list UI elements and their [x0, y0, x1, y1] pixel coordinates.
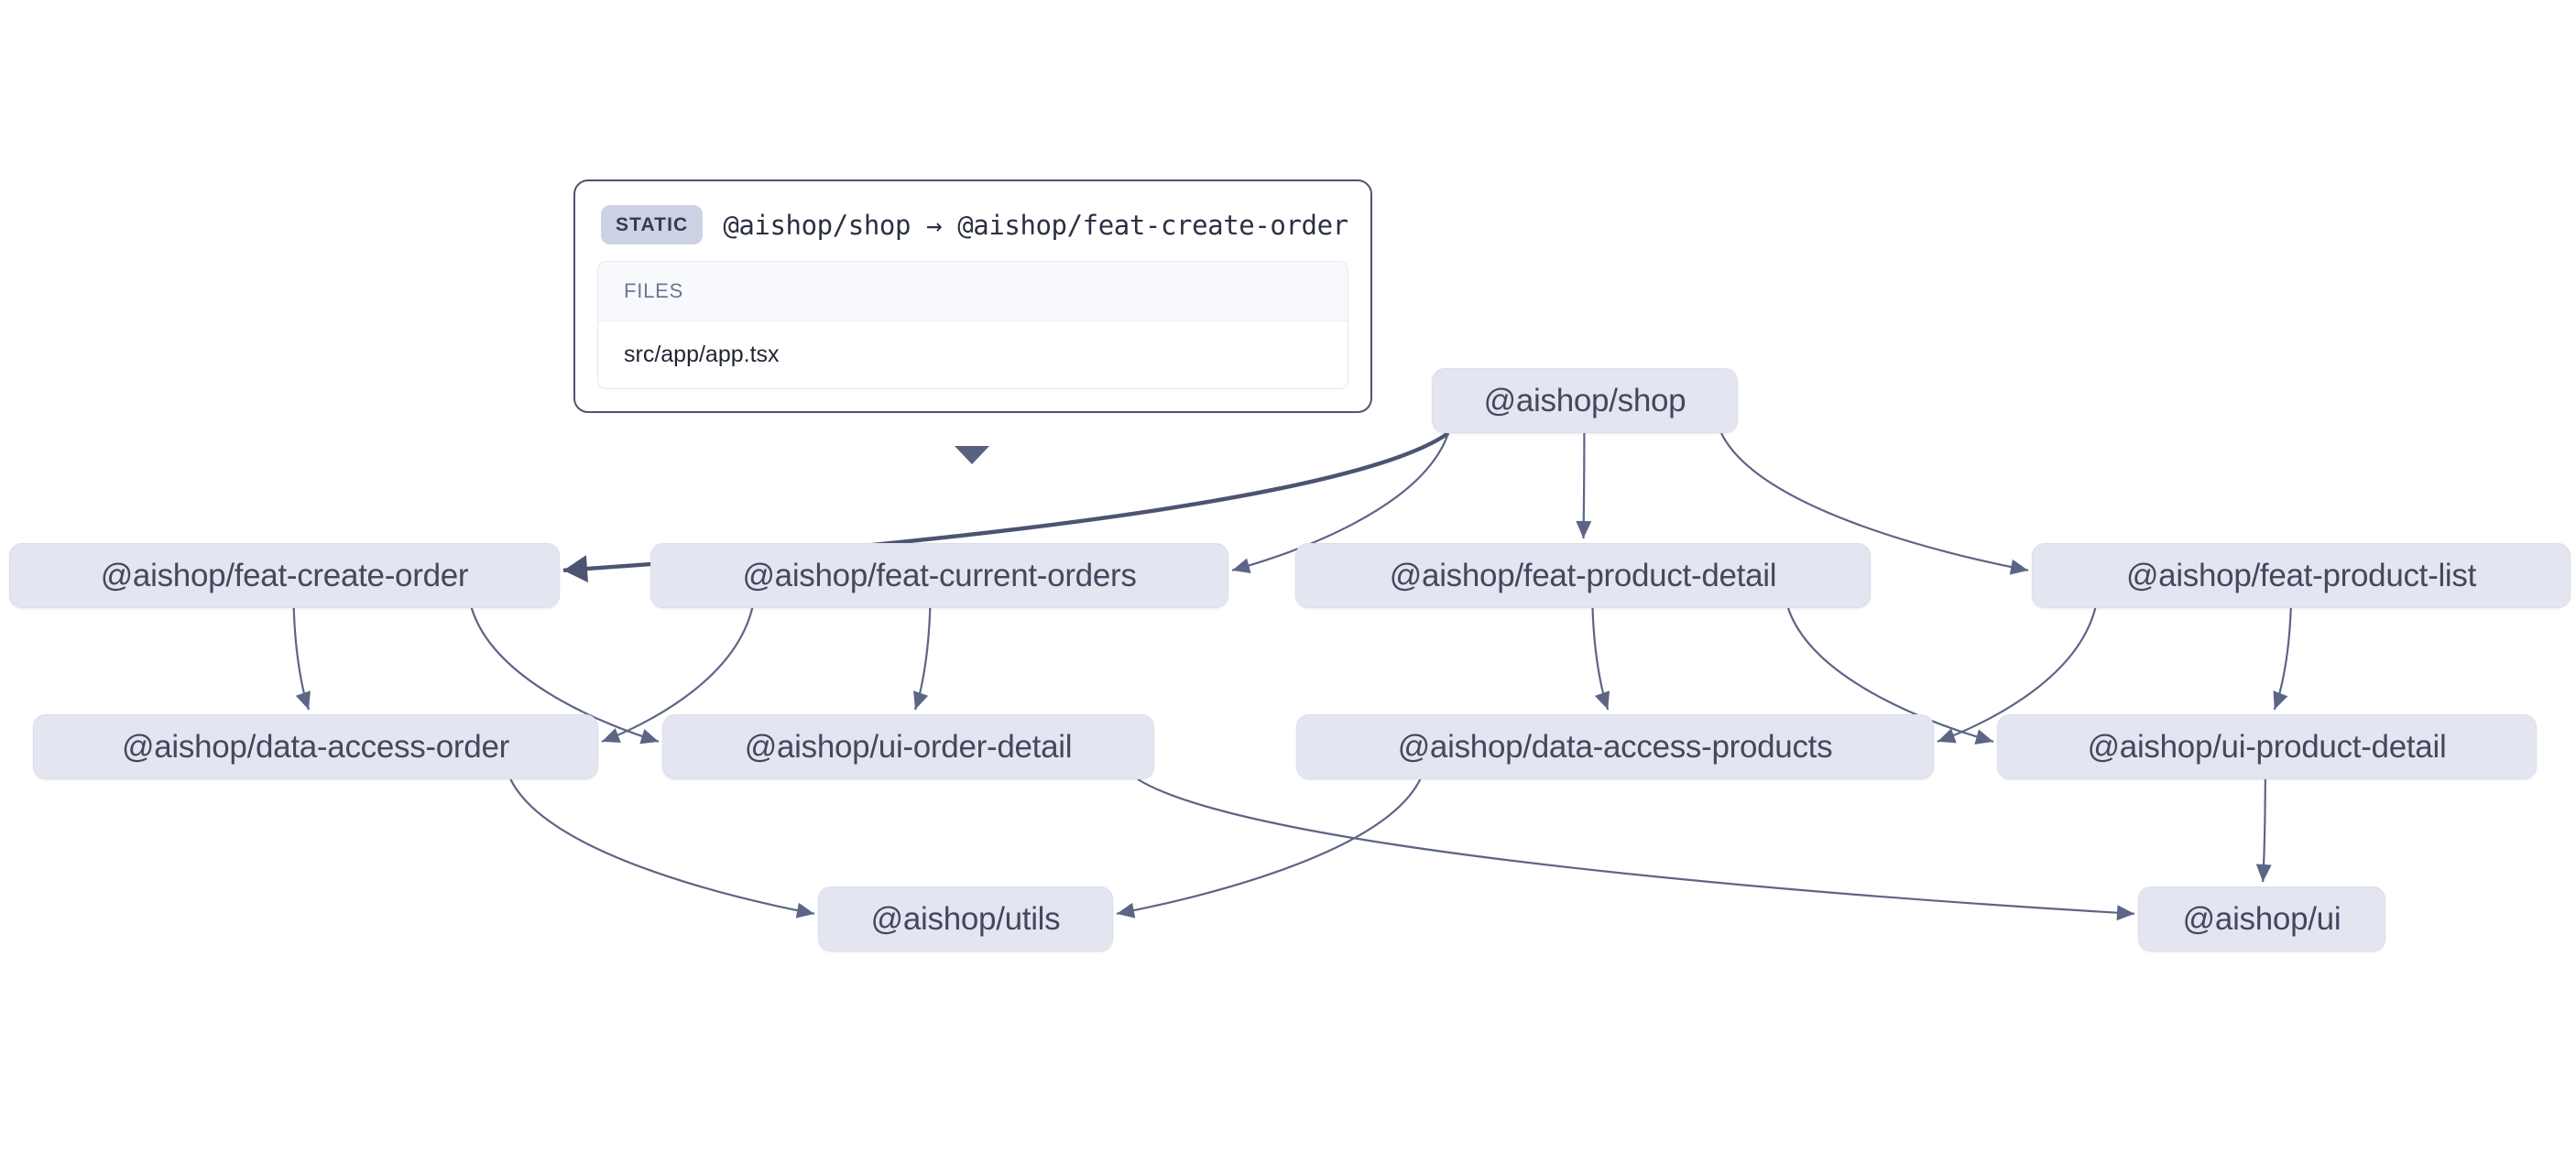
tooltip-pointer-icon: [955, 446, 989, 464]
graph-node-shop[interactable]: @aishop/shop: [1432, 368, 1738, 433]
graph-edge-arrowhead: [1232, 558, 1251, 574]
graph-node-label: @aishop/ui-product-detail: [2087, 728, 2447, 765]
graph-edge-arrowhead: [1974, 729, 1993, 745]
graph-edge-arrowhead: [1937, 728, 1957, 744]
edge-detail-tooltip[interactable]: STATIC @aishop/shop → @aishop/feat-creat…: [573, 179, 1372, 413]
graph-node-label: @aishop/data-access-order: [122, 728, 509, 765]
graph-edge-arrowhead: [1117, 902, 1136, 918]
graph-node-label: @aishop/ui: [2182, 900, 2341, 937]
graph-edge-feat-product-detail-to-data-access-products[interactable]: [1591, 607, 1610, 711]
graph-edge-arrowhead: [295, 690, 311, 710]
status-badge: STATIC: [601, 205, 704, 245]
graph-node-feat-product-detail[interactable]: @aishop/feat-product-detail: [1295, 543, 1871, 608]
graph-node-feat-current-orders[interactable]: @aishop/feat-current-orders: [650, 543, 1228, 608]
graph-node-label: @aishop/ui-order-detail: [744, 728, 1073, 765]
graph-edge-arrowhead: [1576, 520, 1592, 538]
graph-node-ui-order-detail[interactable]: @aishop/ui-order-detail: [662, 714, 1154, 779]
graph-edge-arrowhead: [602, 728, 621, 744]
graph-node-label: @aishop/feat-product-detail: [1389, 557, 1777, 593]
graph-node-label: @aishop/data-access-products: [1397, 728, 1833, 765]
graph-node-feat-create-order[interactable]: @aishop/feat-create-order: [9, 543, 560, 608]
files-panel: FILES src/app/app.tsx: [597, 261, 1348, 389]
graph-node-data-access-products[interactable]: @aishop/data-access-products: [1296, 714, 1934, 779]
graph-edge-arrowhead: [913, 690, 929, 710]
graph-edge-feat-create-order-to-data-access-order[interactable]: [292, 607, 311, 711]
graph-edge-arrowhead: [1594, 690, 1610, 710]
graph-edge-feat-product-list-to-ui-product-detail[interactable]: [2273, 607, 2292, 711]
graph-node-label: @aishop/feat-current-orders: [742, 557, 1137, 593]
graph-node-label: @aishop/feat-product-list: [2125, 557, 2477, 593]
graph-edge-arrowhead: [2255, 864, 2272, 882]
graph-node-utils[interactable]: @aishop/utils: [818, 886, 1113, 951]
graph-edge-ui-order-detail-to-ui[interactable]: [1137, 778, 2135, 915]
graph-node-label: @aishop/utils: [870, 900, 1061, 937]
graph-node-label: @aishop/feat-create-order: [100, 557, 469, 593]
graph-edge-data-access-products-to-utils[interactable]: [1116, 778, 1422, 915]
graph-edge-arrowhead: [795, 902, 814, 918]
files-panel-header: FILES: [598, 262, 1348, 321]
graph-node-feat-product-list[interactable]: @aishop/feat-product-list: [2032, 543, 2571, 608]
tooltip-header: STATIC @aishop/shop → @aishop/feat-creat…: [597, 200, 1348, 261]
graph-edge-arrowhead: [2116, 905, 2134, 921]
graph-edge-arrowhead: [563, 555, 588, 583]
graph-edge-data-access-order-to-utils[interactable]: [509, 778, 815, 915]
graph-edge-feat-current-orders-to-ui-order-detail[interactable]: [913, 607, 932, 711]
tooltip-title: @aishop/shop → @aishop/feat-create-order: [723, 209, 1348, 241]
graph-edge-arrowhead: [639, 729, 659, 745]
graph-edge-shop-to-feat-product-detail[interactable]: [1582, 432, 1586, 539]
file-list-item[interactable]: src/app/app.tsx: [598, 321, 1348, 388]
graph-edge-arrowhead: [2273, 690, 2288, 710]
graph-edge-ui-product-detail-to-ui[interactable]: [2262, 778, 2266, 883]
graph-edge-arrowhead: [2009, 559, 2028, 575]
graph-node-ui-product-detail[interactable]: @aishop/ui-product-detail: [1997, 714, 2537, 779]
graph-node-label: @aishop/shop: [1483, 382, 1686, 418]
graph-node-data-access-order[interactable]: @aishop/data-access-order: [33, 714, 598, 779]
graph-node-ui[interactable]: @aishop/ui: [2138, 886, 2385, 951]
